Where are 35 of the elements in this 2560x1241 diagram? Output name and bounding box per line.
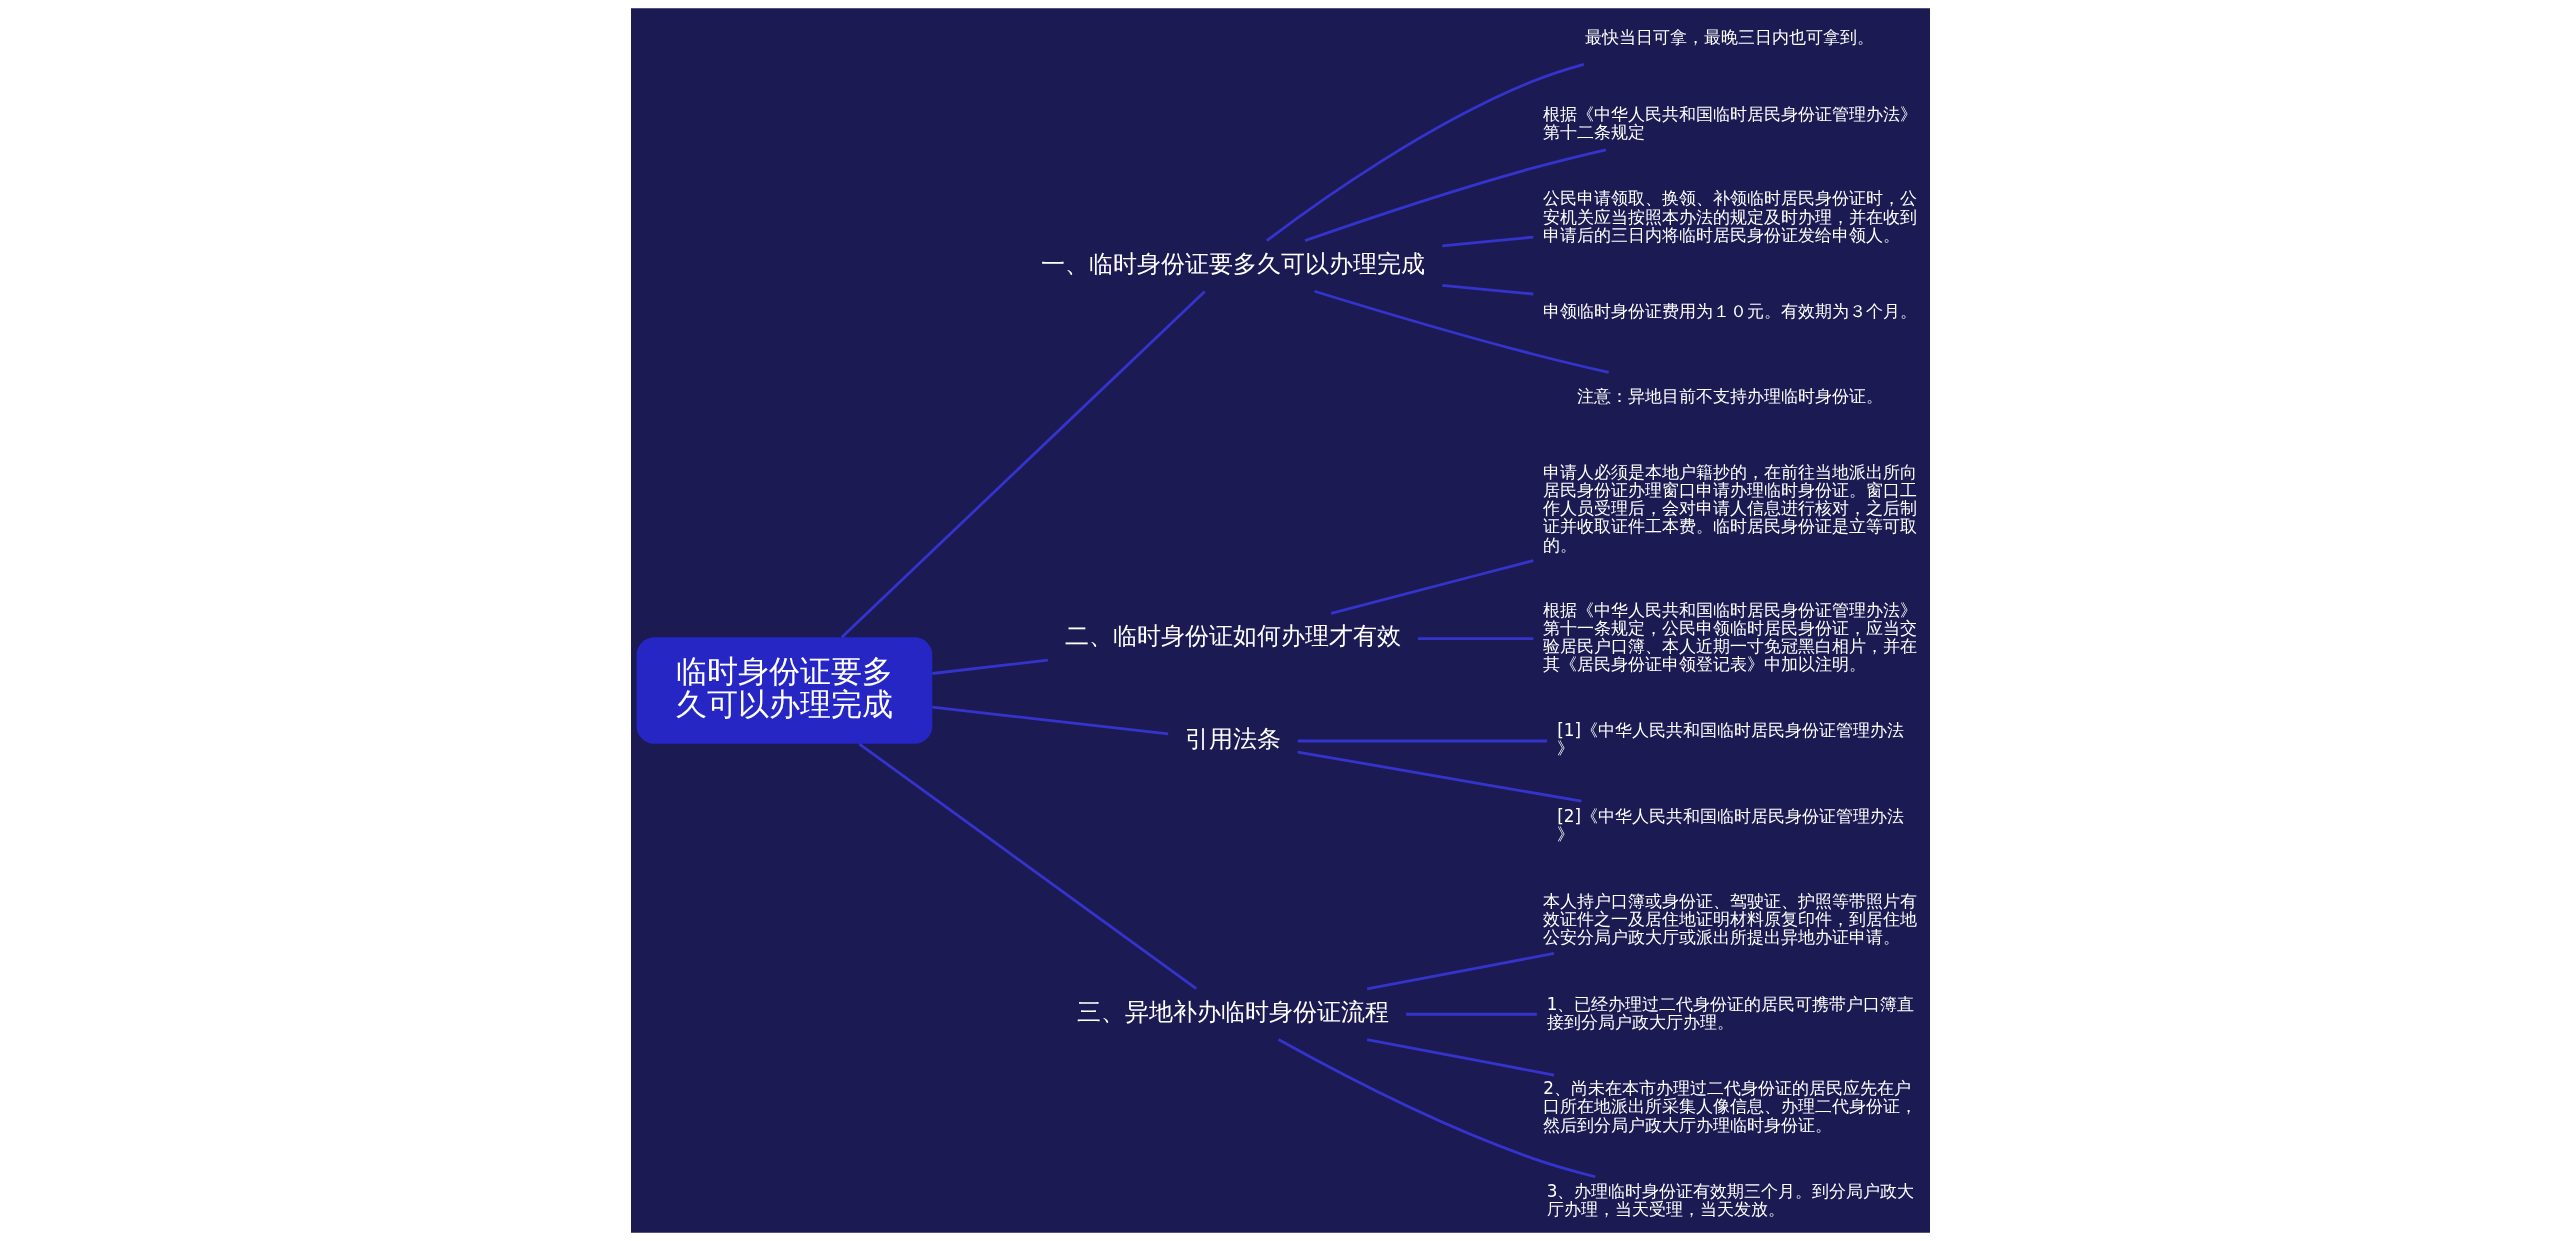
connector: [1441, 284, 1533, 296]
connector: [1313, 289, 1609, 374]
connector: [1297, 739, 1547, 743]
node-text: 最快当日可拿，最晚三日内也可拿到。: [1584, 27, 1874, 48]
node-text: [1]《中华人民共和国临时居民身份证管理办法》: [1556, 720, 1904, 759]
connector: [840, 290, 1206, 639]
node-text: 本人持户口簿或身份证、驾驶证、护照等带照片有效证件之一及居住地证明材料原复印件，到居住地公安分局户政大厅或派出所提出异地办证申请。: [1542, 890, 1917, 947]
node-text: 根据《中华人民共和国临时居民身份证管理办法》第十二条规定: [1542, 103, 1917, 142]
node-text: 注意：异地目前不支持办理临时身份证。: [1576, 386, 1883, 407]
connector: [1405, 1012, 1537, 1016]
connector: [1304, 148, 1606, 242]
node-text: 1、已经办理过二代身份证的居民可携带户口簿直接到分局户政大厅办理。: [1546, 993, 1914, 1032]
connector: [931, 658, 1048, 675]
node-text: 3、办理临时身份证有效期三个月。到分局户政大厅办理，当天受理，当天发放。: [1546, 1181, 1914, 1220]
node-text: 一、临时身份证要多久可以办理完成: [1040, 249, 1425, 278]
node-text: 公民申请领取、换领、补领临时居民身份证时，公安机关应当按照本办法的规定及时办理，并在收到申请后的三日内将临时居民身份证发给申领人。: [1542, 188, 1917, 245]
node-text: 申请人必须是本地户籍抄的，在前往当地派出所向居民身份证办理窗口申请办理临时身份证。窗口工作人员受理后，会对申请人信息进行核对，之后制证并收取证件工本费。临时居民身份证是立等可取的。: [1542, 461, 1917, 555]
connector: [1417, 637, 1533, 641]
connector: [1366, 952, 1554, 991]
node-text: 二、临时身份证如何办理才有效: [1064, 622, 1401, 651]
connector: [1366, 1038, 1554, 1077]
node-text: 申领临时身份证费用为１０元。有效期为３个月。: [1542, 300, 1917, 321]
connector: [1277, 1038, 1596, 1179]
node-text: 根据《中华人民共和国临时居民身份证管理办法》第十一条规定，公民申领临时居民身份证，应当交验居民户口簿、本人近期一寸免冠黑白相片，并在其《居民身份证申领登记表》中加以注明。: [1542, 599, 1917, 675]
connector: [1330, 559, 1534, 615]
node-text: 2、尚未在本市办理过二代身份证的居民应先在户口所在地派出所采集人像信息、办理二代身份证，然后到分局户政大厅办理临时身份证。: [1542, 1078, 1917, 1135]
connector: [1297, 750, 1582, 803]
connector: [931, 705, 1168, 736]
node-box: 临时身份证要多久可以办理完成: [636, 637, 932, 744]
connector: [858, 742, 1197, 990]
connector: [1265, 62, 1584, 242]
connector: [1441, 235, 1533, 248]
node-text: 三、异地补办临时身份证流程: [1076, 998, 1389, 1027]
node-text: [2]《中华人民共和国临时居民身份证管理办法》: [1556, 805, 1904, 844]
node-text: 引用法条: [1184, 724, 1281, 753]
